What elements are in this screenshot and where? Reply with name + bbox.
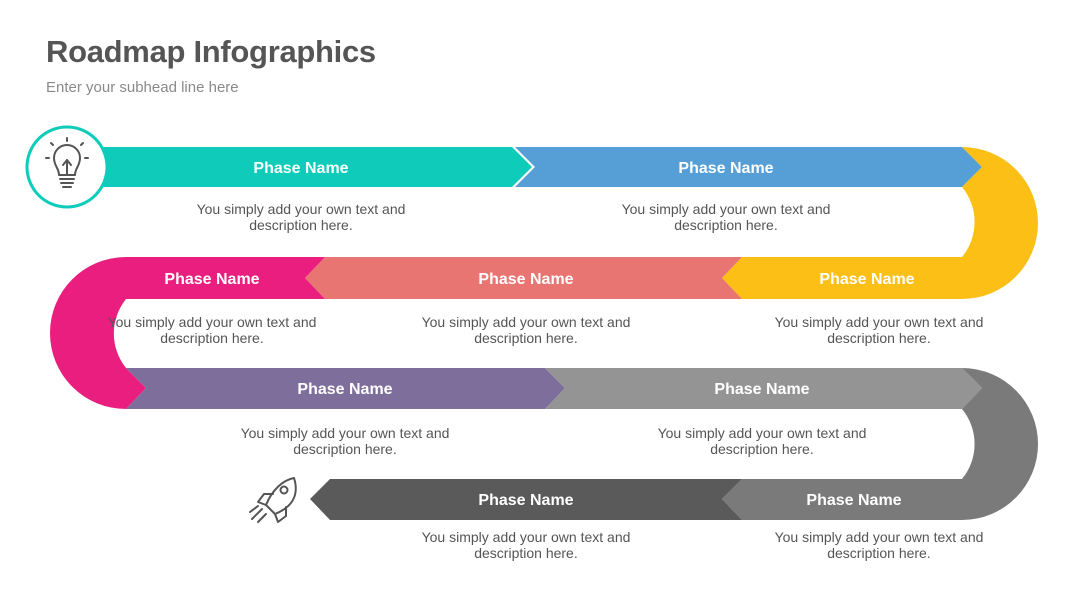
page-title: Roadmap Infographics	[46, 34, 376, 69]
phase-label-6: Phase Name	[297, 381, 392, 398]
phase-arrow-4	[305, 257, 742, 299]
phase-curve-3	[722, 147, 1038, 299]
rocket-icon	[249, 477, 297, 523]
phase-label-5: Phase Name	[164, 271, 259, 288]
phase-label-4: Phase Name	[478, 271, 573, 288]
phase-desc-9: You simply add your own text and descrip…	[421, 529, 631, 561]
phase-curve-8	[722, 368, 1038, 520]
phase-arrow-1	[100, 147, 532, 187]
phase-arrow-9	[310, 479, 742, 520]
phase-label-9: Phase Name	[478, 492, 573, 509]
phase-arrow-2	[515, 147, 982, 187]
phase-desc-2: You simply add your own text and descrip…	[621, 201, 831, 233]
phase-desc-6: You simply add your own text and descrip…	[240, 425, 450, 457]
phase-label-2: Phase Name	[678, 160, 773, 177]
phase-desc-4: You simply add your own text and descrip…	[421, 314, 631, 346]
lightbulb-icon	[25, 125, 109, 209]
phase-desc-3: You simply add your own text and descrip…	[774, 314, 984, 346]
phase-arrow-6	[126, 368, 565, 409]
phase-desc-7: You simply add your own text and descrip…	[657, 425, 867, 457]
page-subtitle: Enter your subhead line here	[46, 79, 239, 96]
phase-label-7: Phase Name	[714, 381, 809, 398]
phase-desc-1: You simply add your own text and descrip…	[196, 201, 406, 233]
phase-label-3: Phase Name	[819, 271, 914, 288]
phase-arrow-7	[545, 368, 982, 409]
phase-curve-5	[50, 257, 325, 409]
phase-label-8: Phase Name	[806, 492, 901, 509]
phase-desc-8: You simply add your own text and descrip…	[774, 529, 984, 561]
phase-label-1: Phase Name	[253, 160, 348, 177]
phase-desc-5: You simply add your own text and descrip…	[107, 314, 317, 346]
